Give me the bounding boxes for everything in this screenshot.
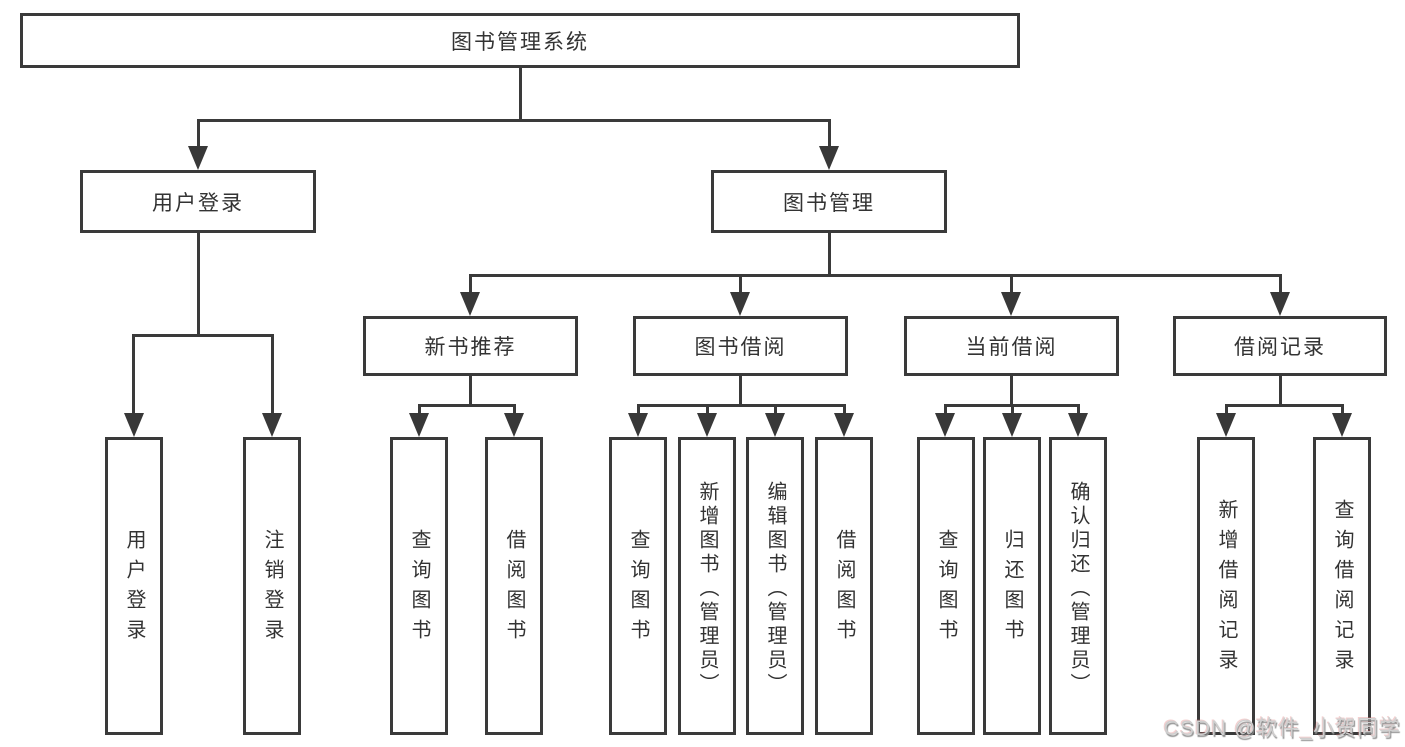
arrowhead-to-user-login xyxy=(188,146,208,170)
leaf-add-book-admin: 新增图书（管理员） xyxy=(678,437,736,735)
connector-user-login-vline xyxy=(197,231,200,337)
node-library-management-system: 图书管理系统 xyxy=(20,13,1020,68)
connector-stem xyxy=(706,404,709,416)
connector-borrow-records-hline xyxy=(1225,404,1344,407)
leaf-borrow-books-2: 借阅图书 xyxy=(815,437,873,735)
leaf-query-books-3: 查询图书 xyxy=(917,437,975,735)
connector-stem-leaf-logout xyxy=(271,334,274,415)
arrowhead-to-leaf-borrow-books-2 xyxy=(834,413,854,437)
connector-root-vline xyxy=(519,66,522,121)
arrowhead-to-leaf-logout xyxy=(262,413,282,437)
connector-book-mgmt-vline xyxy=(828,231,831,277)
leaf-logout: 注销登录 xyxy=(243,437,301,735)
arrowhead-to-leaf-query-books-2 xyxy=(628,413,648,437)
leaf-label: 借阅图书 xyxy=(833,529,855,649)
connector-stem-book-mgmt xyxy=(828,119,831,149)
arrowhead-to-current-borrow xyxy=(1001,292,1021,316)
node-new-book-recommend: 新书推荐 xyxy=(363,316,578,376)
connector-book-mgmt-hline xyxy=(469,274,1282,277)
arrowhead-to-book-mgmt xyxy=(819,146,839,170)
connector-stem-current-borrow xyxy=(1010,274,1013,295)
node-book-management: 图书管理 xyxy=(711,170,947,233)
leaf-label: 查询图书 xyxy=(627,529,649,649)
connector-book-borrow-hline xyxy=(637,404,846,407)
connector-book-borrow-vline xyxy=(739,374,742,406)
leaf-borrow-books-1: 借阅图书 xyxy=(485,437,543,735)
connector-stem-leaf-user-login xyxy=(132,334,135,415)
leaf-label: 查询借阅记录 xyxy=(1331,499,1353,679)
arrowhead-to-leaf-query-record xyxy=(1332,413,1352,437)
node-user-login: 用户登录 xyxy=(80,170,316,233)
node-label: 借阅记录 xyxy=(1234,336,1326,359)
connector-stem xyxy=(418,404,421,416)
connector-stem-new-book xyxy=(469,274,472,295)
connector-stem-borrow-records xyxy=(1279,274,1282,295)
arrowhead-to-leaf-user-login xyxy=(124,413,144,437)
arrowhead-to-leaf-query-books-1 xyxy=(409,413,429,437)
leaf-query-books-1: 查询图书 xyxy=(390,437,448,735)
node-book-borrowing: 图书借阅 xyxy=(633,316,848,376)
connector-stem-user-login xyxy=(197,119,200,149)
connector-stem xyxy=(774,404,777,416)
connector-stem xyxy=(637,404,640,416)
leaf-query-borrow-record: 查询借阅记录 xyxy=(1313,437,1371,735)
connector-stem-book-borrow xyxy=(739,274,742,295)
node-label: 当前借阅 xyxy=(965,336,1058,359)
leaf-confirm-return-admin: 确认归还（管理员） xyxy=(1049,437,1107,735)
arrowhead-to-leaf-confirm-return xyxy=(1068,413,1088,437)
leaf-label: 查询图书 xyxy=(935,529,957,649)
leaf-query-books-2: 查询图书 xyxy=(609,437,667,735)
node-label: 新书推荐 xyxy=(424,336,517,359)
arrowhead-to-new-book xyxy=(460,292,480,316)
connector-stem xyxy=(1011,404,1014,416)
arrowhead-to-leaf-add-record xyxy=(1216,413,1236,437)
node-label: 用户登录 xyxy=(152,191,244,215)
arrowhead-to-leaf-add-book xyxy=(697,413,717,437)
node-current-borrowing: 当前借阅 xyxy=(904,316,1119,376)
arrowhead-to-leaf-query-books-3 xyxy=(935,413,955,437)
arrowhead-to-book-borrow xyxy=(730,292,750,316)
connector-new-book-vline xyxy=(469,374,472,406)
leaf-label: 用户登录 xyxy=(123,529,145,649)
leaf-label: 借阅图书 xyxy=(503,529,525,649)
connector-user-login-hline xyxy=(132,334,273,337)
connector-stem xyxy=(1077,404,1080,416)
connector-root-hline xyxy=(197,119,831,122)
connector-stem xyxy=(1225,404,1228,416)
arrowhead-to-borrow-records xyxy=(1270,292,1290,316)
leaf-label: 归还图书 xyxy=(1001,529,1023,649)
arrowhead-to-leaf-edit-book xyxy=(765,413,785,437)
connector-new-book-hline xyxy=(418,404,516,407)
leaf-label: 编辑图书（管理员） xyxy=(764,481,786,697)
leaf-label: 注销登录 xyxy=(261,529,283,649)
leaf-label: 新增借阅记录 xyxy=(1215,499,1237,679)
connector-current-borrow-vline xyxy=(1010,374,1013,406)
connector-stem xyxy=(843,404,846,416)
leaf-label: 确认归还（管理员） xyxy=(1067,481,1089,697)
leaf-label: 新增图书（管理员） xyxy=(696,481,718,697)
node-label: 图书管理系统 xyxy=(451,30,589,54)
connector-stem xyxy=(944,404,947,416)
node-borrowing-records: 借阅记录 xyxy=(1173,316,1387,376)
arrowhead-to-leaf-borrow-books-1 xyxy=(504,413,524,437)
connector-stem xyxy=(513,404,516,416)
leaf-label: 查询图书 xyxy=(408,529,430,649)
watermark: CSDN @软件_小贺同学 xyxy=(1163,717,1401,740)
node-label: 图书管理 xyxy=(783,191,875,215)
arrowhead-to-leaf-return-books xyxy=(1002,413,1022,437)
leaf-edit-book-admin: 编辑图书（管理员） xyxy=(746,437,804,735)
connector-stem xyxy=(1341,404,1344,416)
leaf-add-borrow-record: 新增借阅记录 xyxy=(1197,437,1255,735)
leaf-return-books: 归还图书 xyxy=(983,437,1041,735)
node-label: 图书借阅 xyxy=(694,336,787,359)
connector-borrow-records-vline xyxy=(1279,374,1282,406)
leaf-user-login: 用户登录 xyxy=(105,437,163,735)
